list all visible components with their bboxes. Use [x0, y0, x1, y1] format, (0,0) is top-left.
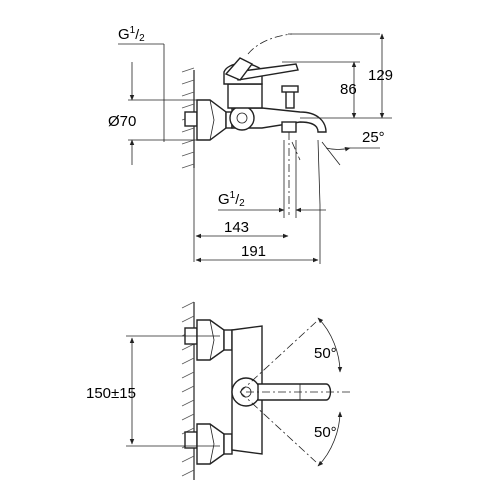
lever-swing-path — [247, 33, 293, 55]
dim-diameter-70: Ø70 — [108, 62, 210, 165]
dim-width-143: 143 — [193, 168, 289, 262]
dim-height-86: 86 — [282, 61, 360, 119]
height-129-label: 129 — [368, 67, 393, 84]
height-86-label: 86 — [340, 81, 357, 98]
angle-25-label: 25° — [362, 129, 385, 146]
width-143-label: 143 — [224, 219, 249, 236]
dim-width-191: 191 — [195, 205, 321, 264]
dim-angle-50-top: 50° — [314, 317, 343, 373]
dim-thread-top: G1/2 — [118, 25, 165, 142]
angle-50-top-label: 50° — [314, 345, 337, 362]
dim-height-129: 129 — [300, 33, 393, 119]
thread-top-label: G1/2 — [118, 25, 145, 44]
diameter-label: Ø70 — [108, 113, 136, 130]
angle-50-bottom-label: 50° — [314, 424, 337, 441]
spacing-label: 150±15 — [86, 385, 136, 402]
thread-bottom-label: G1/2 — [218, 190, 245, 209]
width-191-label: 191 — [241, 243, 266, 260]
front-view: 50° 50° 150±15 — [86, 301, 350, 480]
lever-rotation-up — [239, 321, 317, 393]
mixer-body-side — [223, 57, 327, 215]
dim-angle-25: 25° — [317, 129, 385, 206]
wall-connector-side — [184, 99, 233, 141]
connector-top-front — [184, 319, 233, 361]
dim-thread-bottom: G1/2 — [218, 140, 326, 218]
dim-angle-50-bottom: 50° — [314, 411, 343, 467]
lever-rotation-down — [239, 391, 317, 463]
dim-spacing-150: 150±15 — [86, 335, 220, 447]
side-view: G1/2 Ø70 129 86 25° — [108, 25, 393, 264]
connector-bottom-front — [184, 423, 233, 465]
